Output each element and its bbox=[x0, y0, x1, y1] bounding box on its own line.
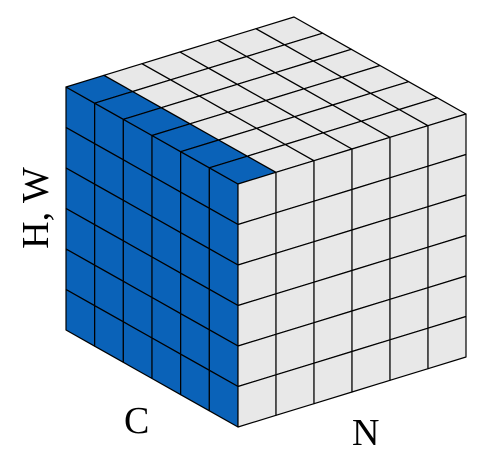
spatial-axis-label: H, W bbox=[15, 167, 57, 249]
front-face-cell bbox=[427, 315, 467, 370]
channel-axis-label: C bbox=[124, 400, 150, 442]
batch-axis-label: N bbox=[352, 412, 380, 454]
tensor-cube bbox=[65, 16, 467, 428]
